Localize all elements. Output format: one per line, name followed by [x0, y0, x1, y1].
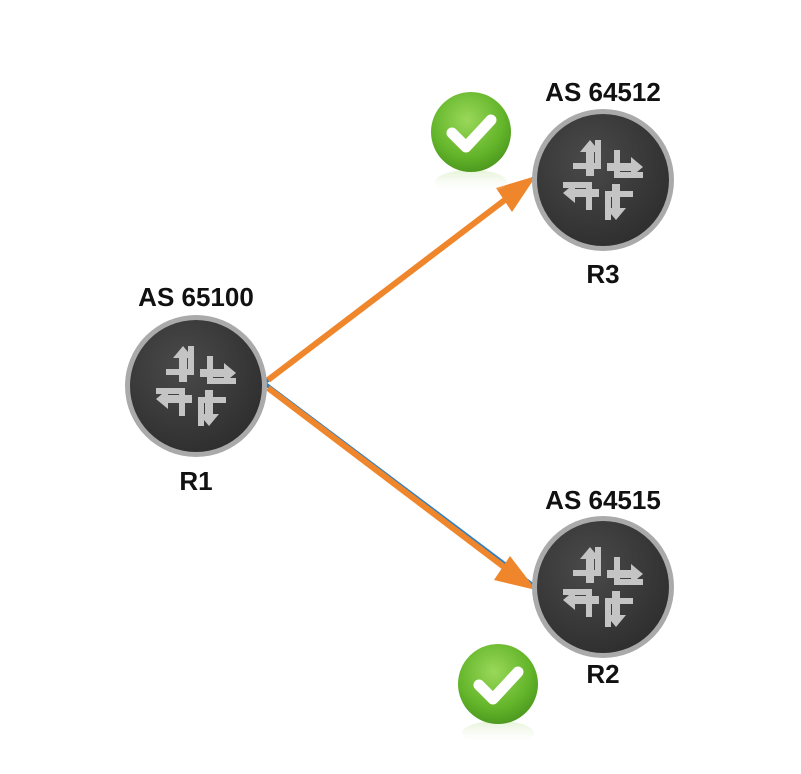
router-r1[interactable] — [125, 315, 267, 457]
as-label-r3: AS 64512 — [545, 77, 661, 107]
arrowhead-to-r3 — [496, 176, 536, 212]
link-r1-r3[interactable] — [262, 176, 536, 385]
router-name-r1: R1 — [179, 466, 213, 496]
as-label-r1: AS 65100 — [138, 282, 254, 312]
status-badge-r3 — [431, 92, 511, 194]
router-r2[interactable] — [532, 516, 674, 658]
status-badge-r2 — [458, 644, 538, 745]
router-r3[interactable] — [532, 109, 674, 251]
router-name-r3: R3 — [586, 259, 620, 289]
links-layer — [262, 176, 536, 590]
arrowhead-to-r2 — [494, 556, 536, 590]
link-r1-r2[interactable] — [262, 381, 536, 590]
check-icon — [446, 114, 497, 153]
as-label-r2: AS 64515 — [545, 485, 661, 515]
check-icon — [473, 666, 524, 705]
router-name-r2: R2 — [586, 659, 620, 689]
